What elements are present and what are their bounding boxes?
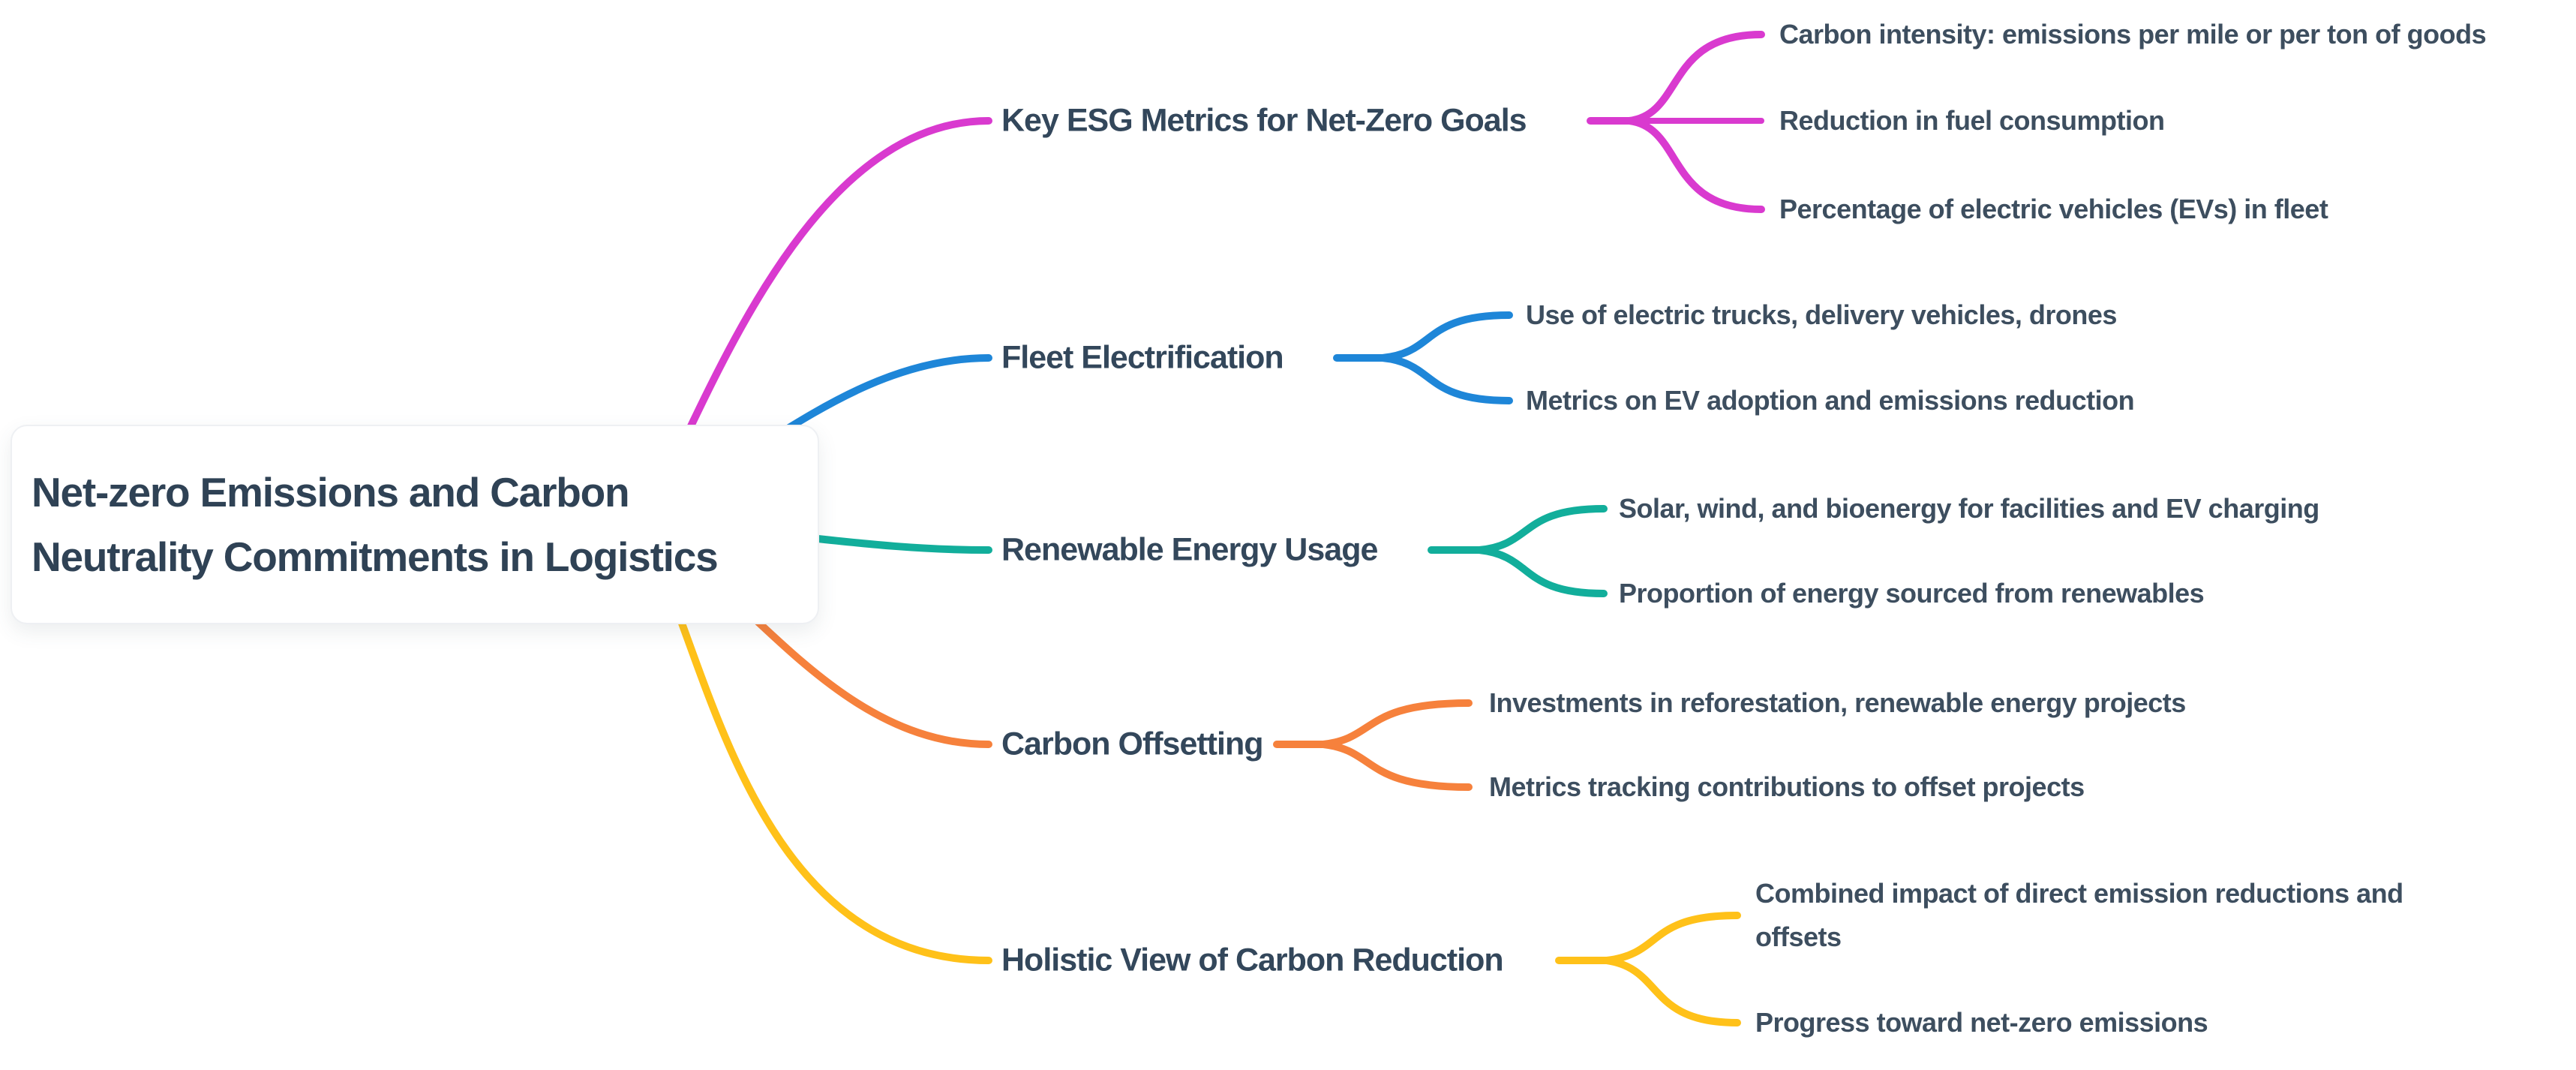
connector-branch-2-child-1 bbox=[1379, 311, 1513, 362]
connector-branch-5-child-1 bbox=[1603, 912, 1741, 964]
branch-node-holistic-view[interactable]: Holistic View of Carbon Reduction bbox=[1001, 942, 1504, 978]
leaf-node-ev-adoption-metrics[interactable]: Metrics on EV adoption and emissions red… bbox=[1526, 385, 2135, 416]
leaf-node-ev-percentage[interactable]: Percentage of electric vehicles (EVs) in… bbox=[1779, 194, 2328, 224]
branch-node-renewable-energy-usage[interactable]: Renewable Energy Usage bbox=[1001, 531, 1378, 568]
leaf-node-carbon-intensity[interactable]: Carbon intensity: emissions per mile or … bbox=[1779, 19, 2487, 50]
branch-node-fleet-electrification[interactable]: Fleet Electrification bbox=[1001, 339, 1284, 376]
leaf-node-reforestation-investments[interactable]: Investments in reforestation, renewable … bbox=[1489, 687, 2186, 718]
connector-branch-4-child-1 bbox=[1320, 699, 1473, 748]
root-node-title: Net-zero Emissions and Carbon Neutrality… bbox=[32, 469, 719, 580]
leaf-node-solar-wind-bioenergy[interactable]: Solar, wind, and bioenergy for facilitie… bbox=[1619, 493, 2319, 524]
connector-branch-1-child-3 bbox=[1626, 117, 1765, 213]
leaf-node-net-zero-progress[interactable]: Progress toward net-zero emissions bbox=[1755, 1007, 2208, 1038]
leaf-node-combined-impact[interactable]: Combined impact of direct emission reduc… bbox=[1755, 878, 2403, 952]
root-node[interactable]: Net-zero Emissions and Carbon Neutrality… bbox=[11, 425, 819, 624]
connector-branch-3-child-2 bbox=[1476, 546, 1608, 597]
connector-branch-4-child-2 bbox=[1320, 741, 1473, 791]
leaf-node-electric-trucks[interactable]: Use of electric trucks, delivery vehicle… bbox=[1526, 299, 2117, 330]
connector-branch-1-child-1 bbox=[1626, 31, 1765, 125]
connector-branch-5-child-2 bbox=[1603, 957, 1741, 1026]
branch-node-key-esg-metrics[interactable]: Key ESG Metrics for Net-Zero Goals bbox=[1001, 102, 1527, 139]
leaf-node-offset-contributions[interactable]: Metrics tracking contributions to offset… bbox=[1489, 771, 2085, 802]
leaf-node-renewables-proportion[interactable]: Proportion of energy sourced from renewa… bbox=[1619, 578, 2205, 609]
connector-branch-2-child-2 bbox=[1379, 354, 1513, 404]
connector-branch-3-child-1 bbox=[1476, 505, 1608, 554]
branch-node-carbon-offsetting[interactable]: Carbon Offsetting bbox=[1001, 726, 1263, 762]
leaf-node-fuel-consumption[interactable]: Reduction in fuel consumption bbox=[1779, 105, 2165, 136]
